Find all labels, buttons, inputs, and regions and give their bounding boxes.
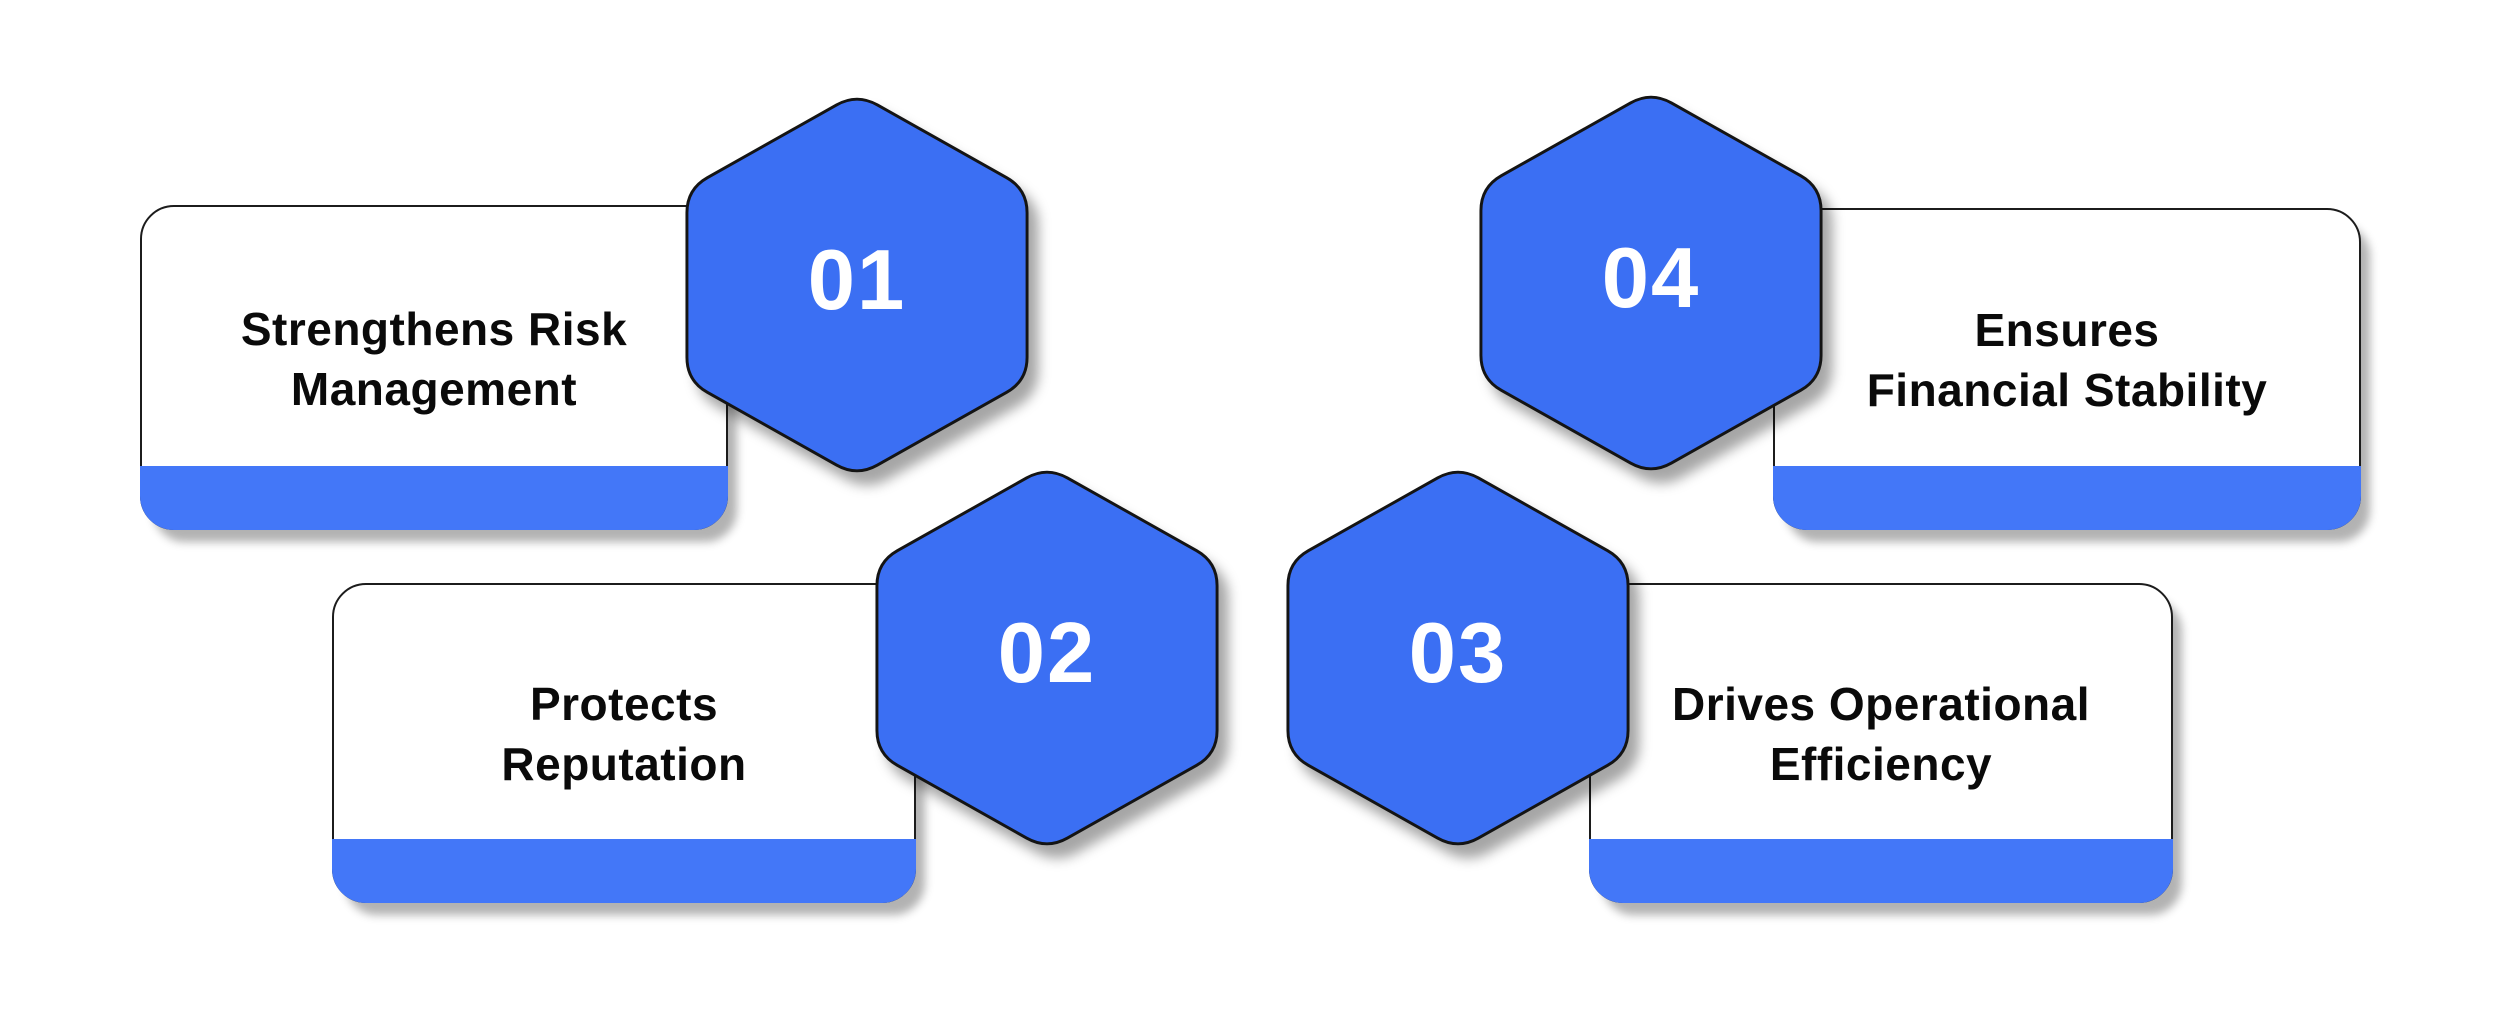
hexagon-shape xyxy=(685,97,1029,473)
card-accent-bar xyxy=(332,839,916,903)
step-hexagon-3: 03 xyxy=(1285,463,1631,853)
hexagon-icon xyxy=(1286,470,1630,846)
hexagon-icon xyxy=(875,470,1219,846)
card-label-line: Financial Stability xyxy=(1866,364,2268,416)
card-label-line: Strengthens Risk xyxy=(240,302,628,355)
card-label-line: Drives Operational xyxy=(1671,678,2091,730)
benefit-card-4: Ensures Financial Stability xyxy=(1773,208,2361,530)
step-number: 02 xyxy=(997,606,1097,701)
step-number: 03 xyxy=(1408,606,1508,701)
hexagon-shape xyxy=(1286,470,1630,846)
step-number: 01 xyxy=(807,233,907,328)
step-hexagon-4: 04 xyxy=(1478,88,1824,478)
card-label-line: Reputation xyxy=(501,738,747,790)
card-label: Strengthens Risk Management xyxy=(241,299,627,419)
card-accent-bar xyxy=(1773,466,2361,530)
card-accent-bar xyxy=(1589,839,2173,903)
card-label: Drives Operational Efficiency xyxy=(1672,674,2090,794)
hexagon-icon xyxy=(1479,95,1823,471)
benefit-card-2: Protects Reputation xyxy=(332,583,916,903)
benefit-card-3: Drives Operational Efficiency xyxy=(1589,583,2173,903)
card-label: Protects Reputation xyxy=(501,674,746,794)
card-label-line: Ensures xyxy=(1974,304,2160,356)
step-hexagon-1: 01 xyxy=(684,90,1030,480)
card-label-line: Protects xyxy=(529,678,719,730)
card-label-line: Management xyxy=(290,362,578,415)
hexagon-shape xyxy=(1479,95,1823,471)
step-hexagon-2: 02 xyxy=(874,463,1220,853)
card-label-line: Efficiency xyxy=(1769,738,1993,790)
card-accent-bar xyxy=(140,466,728,530)
step-number: 04 xyxy=(1601,231,1701,326)
hexagon-shape xyxy=(875,470,1219,846)
card-label: Ensures Financial Stability xyxy=(1867,300,2268,420)
benefit-card-1: Strengthens Risk Management xyxy=(140,205,728,530)
hexagon-icon xyxy=(685,97,1029,473)
